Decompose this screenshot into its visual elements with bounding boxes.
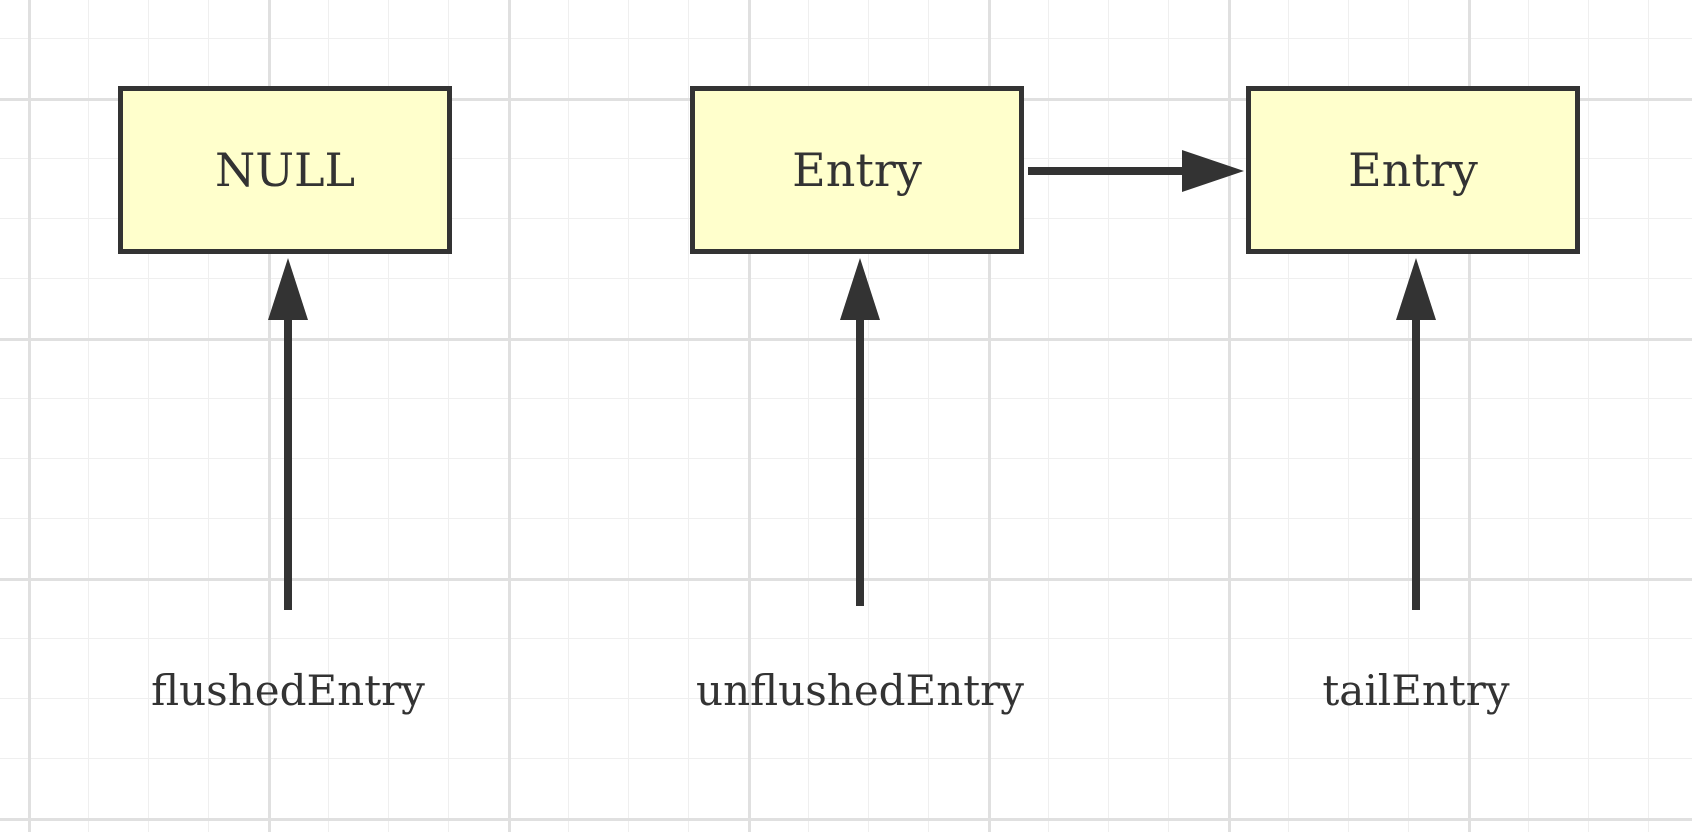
null-node-label: NULL bbox=[214, 143, 356, 197]
flushed-entry-label: flushedEntry bbox=[151, 666, 425, 715]
pointer-arrow-unflushed-entry bbox=[840, 258, 880, 606]
null-node: NULL bbox=[118, 86, 452, 254]
tail-entry-label: tailEntry bbox=[1322, 666, 1510, 715]
unflushed-entry-label: unflushedEntry bbox=[696, 666, 1024, 715]
entry-node-1: Entry bbox=[690, 86, 1024, 254]
pointer-arrow-tail-entry bbox=[1396, 258, 1436, 610]
pointer-arrow-flushed-entry bbox=[268, 258, 308, 610]
link-arrow-entry-to-entry bbox=[1028, 150, 1244, 192]
entry-node-2: Entry bbox=[1246, 86, 1580, 254]
entry-node-2-label: Entry bbox=[1348, 143, 1478, 197]
entry-node-1-label: Entry bbox=[792, 143, 922, 197]
